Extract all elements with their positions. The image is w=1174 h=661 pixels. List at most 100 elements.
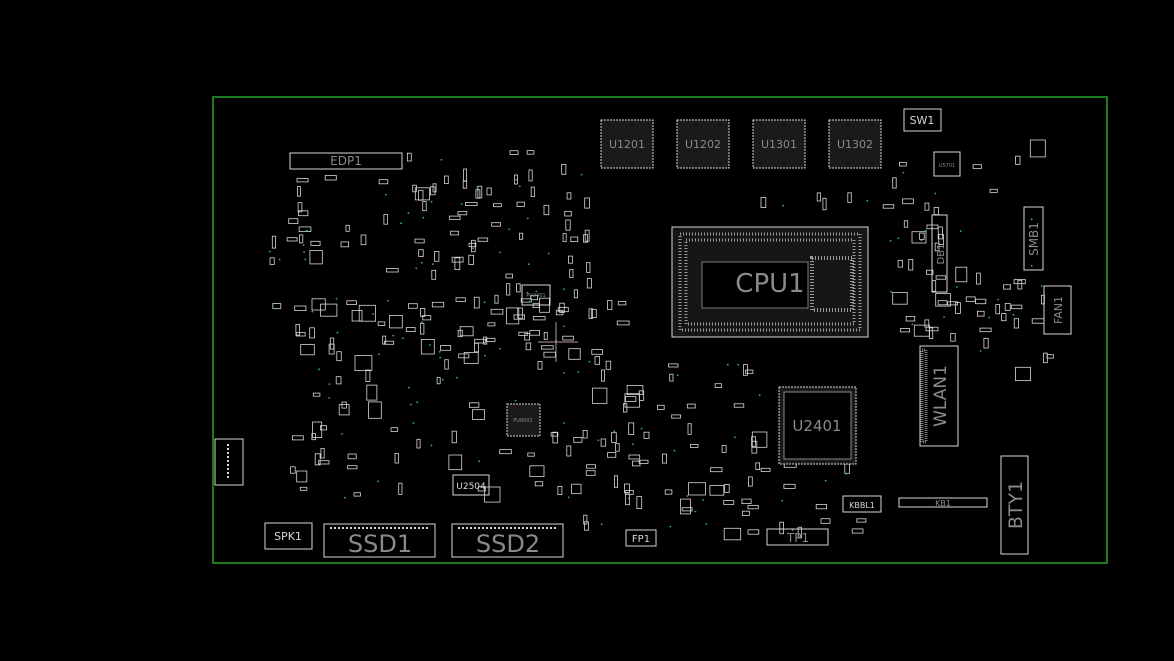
fp1-connector[interactable]: FP1 (625, 529, 657, 547)
memory-chip-u1301[interactable]: U1301 (752, 119, 806, 169)
via (514, 399, 517, 402)
via (897, 237, 900, 240)
smd-component (568, 255, 573, 264)
via (791, 529, 794, 531)
smd-component (583, 234, 589, 243)
sw1-switch[interactable]: SW1 (903, 108, 942, 132)
smd-component (271, 235, 276, 249)
bty1-connector[interactable]: BTY1 (1000, 455, 1029, 555)
smd-component (584, 197, 590, 209)
left-edge-connector[interactable] (214, 438, 244, 486)
smd-component (335, 376, 342, 385)
smd-component (354, 355, 373, 372)
u2401-chip[interactable]: U2401 (778, 386, 857, 465)
smd-component (924, 319, 930, 328)
smd-component (934, 242, 940, 252)
ssd2-connector[interactable]: SSD2 (451, 523, 564, 558)
smd-component (366, 384, 378, 401)
smd-component (851, 528, 864, 534)
smd-component (611, 432, 617, 443)
memory-chip-u1201[interactable]: U1201 (600, 119, 654, 169)
smd-component (347, 465, 358, 470)
smd-component (477, 185, 483, 199)
smd-component (686, 403, 696, 409)
smd-component (295, 323, 300, 336)
u2504-chip[interactable]: U2504 (452, 474, 490, 496)
smd-component (537, 360, 543, 370)
smd-component (529, 465, 545, 477)
via (408, 386, 410, 389)
smd-component (320, 448, 325, 459)
smd-component (1003, 284, 1011, 290)
kbbl1-connector[interactable]: KBBL1 (842, 495, 882, 513)
edp1-connector[interactable]: EDP1 (289, 152, 403, 170)
memory-chip-u1202[interactable]: U1202 (676, 119, 730, 169)
via (547, 252, 550, 255)
fp1-label: FP1 (632, 534, 650, 545)
ssd1-connector[interactable]: SSD1 (323, 523, 436, 558)
via (341, 433, 343, 435)
memory-chip-u1302[interactable]: U1302 (828, 119, 882, 169)
smd-component (605, 360, 612, 370)
db1-connector[interactable]: DB1 (931, 214, 948, 293)
via (726, 363, 729, 366)
smd-component (583, 514, 588, 525)
via (988, 316, 991, 319)
smd-component (412, 184, 417, 193)
smb1-connector[interactable]: SMB1 (1023, 206, 1044, 271)
smd-component (309, 250, 323, 265)
wlan1-label: WLAN1 (931, 365, 951, 427)
smd-component (950, 333, 956, 342)
smd-component (760, 196, 767, 208)
u1201-label: U1201 (609, 138, 645, 151)
smd-component (1015, 366, 1032, 381)
smd-component (590, 308, 597, 318)
smd-component (905, 315, 916, 322)
wlan1-connector[interactable]: WLAN1 (919, 345, 959, 447)
via (588, 360, 591, 363)
via (934, 192, 937, 195)
smd-component (368, 401, 382, 419)
smd-component (600, 438, 607, 447)
smd-component (422, 201, 427, 212)
smd-component (310, 240, 321, 246)
via (499, 347, 501, 350)
spk1-connector[interactable]: SPK1 (264, 522, 313, 550)
pu2401-label: PU2401 (526, 293, 545, 299)
via (580, 173, 583, 176)
smd-component (995, 304, 1000, 315)
via (925, 229, 927, 232)
smd-component (300, 344, 315, 356)
smd-component (668, 363, 679, 368)
u5701-chip[interactable]: U5701 (933, 151, 961, 177)
pu8001-chip[interactable]: PU8001 (506, 403, 541, 437)
via (420, 261, 423, 264)
via (441, 378, 444, 381)
smd-component (340, 241, 349, 248)
kbbl1-label: KBBL1 (849, 501, 875, 510)
smd-component (816, 192, 822, 202)
pu2401-chip[interactable]: PU2401 (521, 284, 551, 306)
smd-component (623, 403, 628, 413)
smd-component (616, 320, 630, 326)
fan1-connector[interactable]: FAN1 (1043, 285, 1072, 335)
via (527, 263, 530, 266)
via (597, 439, 600, 442)
tp1-connector[interactable]: TP1 (766, 528, 829, 546)
smd-component (516, 283, 521, 293)
smd-component (436, 377, 441, 385)
kb1-label: KB1 (935, 499, 951, 508)
smd-component (844, 463, 850, 474)
kb1-connector[interactable]: KB1 (898, 497, 988, 508)
cpu1-package[interactable]: CPU1 (671, 226, 869, 338)
via (430, 444, 433, 447)
via (737, 363, 739, 366)
smd-component (919, 232, 925, 240)
spk1-label: SPK1 (274, 530, 302, 543)
smd-component (389, 314, 403, 329)
smd-component (429, 186, 436, 196)
smd-component (448, 454, 463, 471)
smd-component (290, 466, 296, 474)
smd-component (530, 294, 538, 301)
smd-component (900, 328, 911, 333)
